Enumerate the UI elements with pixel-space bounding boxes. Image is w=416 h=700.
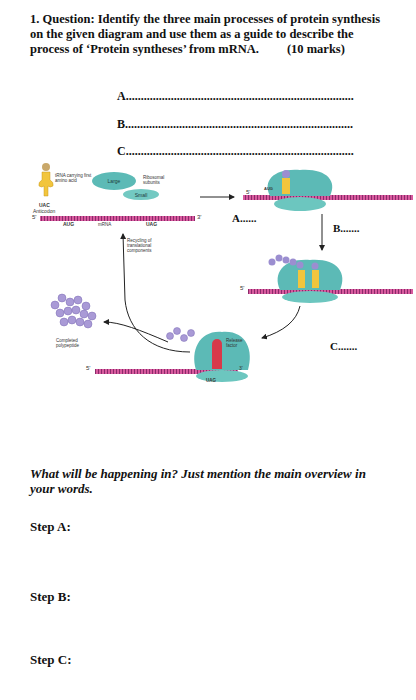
amino-acid	[76, 318, 84, 326]
part-label: Ribosomal subunits	[143, 175, 175, 185]
answer-prompt: Step B:	[30, 590, 71, 605]
strand-end: 3'	[197, 214, 201, 221]
answer-prompt: Step A:	[30, 520, 71, 535]
amino-acid	[181, 335, 188, 342]
termination-ribosome	[95, 234, 250, 382]
amino-acid	[74, 296, 82, 304]
question-heading: 1. Question: Identify the three main pro…	[30, 12, 392, 57]
trna-symbol	[312, 270, 319, 288]
amino-acid	[60, 318, 68, 326]
initiation-components	[39, 163, 234, 221]
process-arrow	[200, 197, 234, 198]
ribosome-subunit: Small	[123, 189, 159, 200]
part-label: mRNA	[98, 222, 111, 227]
answer-line: B.......................................…	[117, 118, 353, 132]
amino-acid	[42, 163, 50, 171]
elongation-ribosome-middle	[248, 255, 413, 339]
amino-acid	[312, 263, 319, 270]
amino-acid	[269, 259, 276, 266]
amino-acid	[80, 310, 88, 318]
part-label: tRNA carrying first amino acid	[55, 173, 95, 183]
codon-label: UAG	[206, 378, 216, 383]
amino-acid	[276, 255, 283, 262]
strand-end: 5'	[246, 189, 250, 196]
small-subunit	[196, 370, 248, 382]
subunit-label: Small	[123, 189, 159, 200]
strand-end: 3'	[239, 366, 243, 372]
answer-line: C.......................................…	[117, 145, 354, 159]
amino-acid	[82, 302, 90, 310]
strand-end: 5'	[32, 214, 36, 221]
large-subunit	[194, 332, 250, 370]
large-subunit	[278, 260, 343, 290]
amino-acid	[56, 309, 64, 317]
part-label: Release factor	[226, 338, 252, 348]
codon-label: UAG	[146, 222, 157, 228]
amino-acid	[66, 298, 74, 306]
part-label: Recycling of translational components	[127, 238, 169, 254]
codon-label: AUG	[63, 222, 74, 228]
amino-acid	[282, 170, 290, 178]
part-label: Completed polypeptide	[56, 338, 94, 348]
elongation-ribosome-top	[243, 170, 413, 250]
recycling-arrow	[123, 234, 190, 352]
subunit-fill	[123, 189, 159, 200]
amino-acid	[188, 330, 195, 337]
mrna-strand	[40, 216, 195, 221]
step-label: A......	[232, 212, 256, 225]
strand-end: 5'	[86, 365, 90, 372]
trna-symbol	[39, 172, 53, 196]
amino-acid	[51, 301, 59, 309]
large-subunit	[268, 170, 333, 196]
subunit-text: Large	[108, 178, 121, 184]
instruction-text: What will be happening in? Just mention …	[30, 467, 375, 497]
codon-label: AUG	[264, 187, 273, 192]
small-subunit	[274, 197, 326, 211]
codon-label: UAC	[39, 203, 50, 209]
step-label: C.......	[330, 340, 357, 353]
amino-acid	[58, 294, 66, 302]
amino-acid	[290, 259, 297, 266]
answer-prompt: Step C:	[30, 653, 72, 668]
trna-symbol	[282, 178, 290, 194]
part-label: Anticodon	[33, 209, 55, 215]
answer-line: A.......................................…	[117, 90, 354, 104]
amino-acid	[167, 333, 174, 340]
amino-acid	[64, 307, 72, 315]
process-arrow	[262, 306, 300, 338]
completed-polypeptide	[51, 294, 96, 328]
subunit-text: Small	[135, 192, 148, 198]
amino-acid	[72, 306, 80, 314]
release-factor	[212, 339, 222, 349]
amino-acid	[84, 320, 92, 328]
process-arrow	[322, 214, 323, 250]
strand-end: 5'	[240, 285, 244, 292]
amino-acid	[88, 312, 96, 320]
amino-acid	[68, 316, 76, 324]
step-label: B.......	[333, 222, 360, 235]
amino-acid	[174, 328, 181, 335]
small-subunit	[282, 291, 338, 303]
subunit-label: Large	[92, 172, 136, 190]
ribosome-subunit: Large	[92, 172, 136, 190]
subunit-fill	[92, 172, 136, 190]
release-arrow	[104, 322, 168, 342]
amino-acid	[283, 257, 290, 264]
amino-acid	[297, 262, 304, 269]
marks-label: (10 marks)	[287, 42, 345, 56]
trna-symbol	[298, 270, 305, 288]
